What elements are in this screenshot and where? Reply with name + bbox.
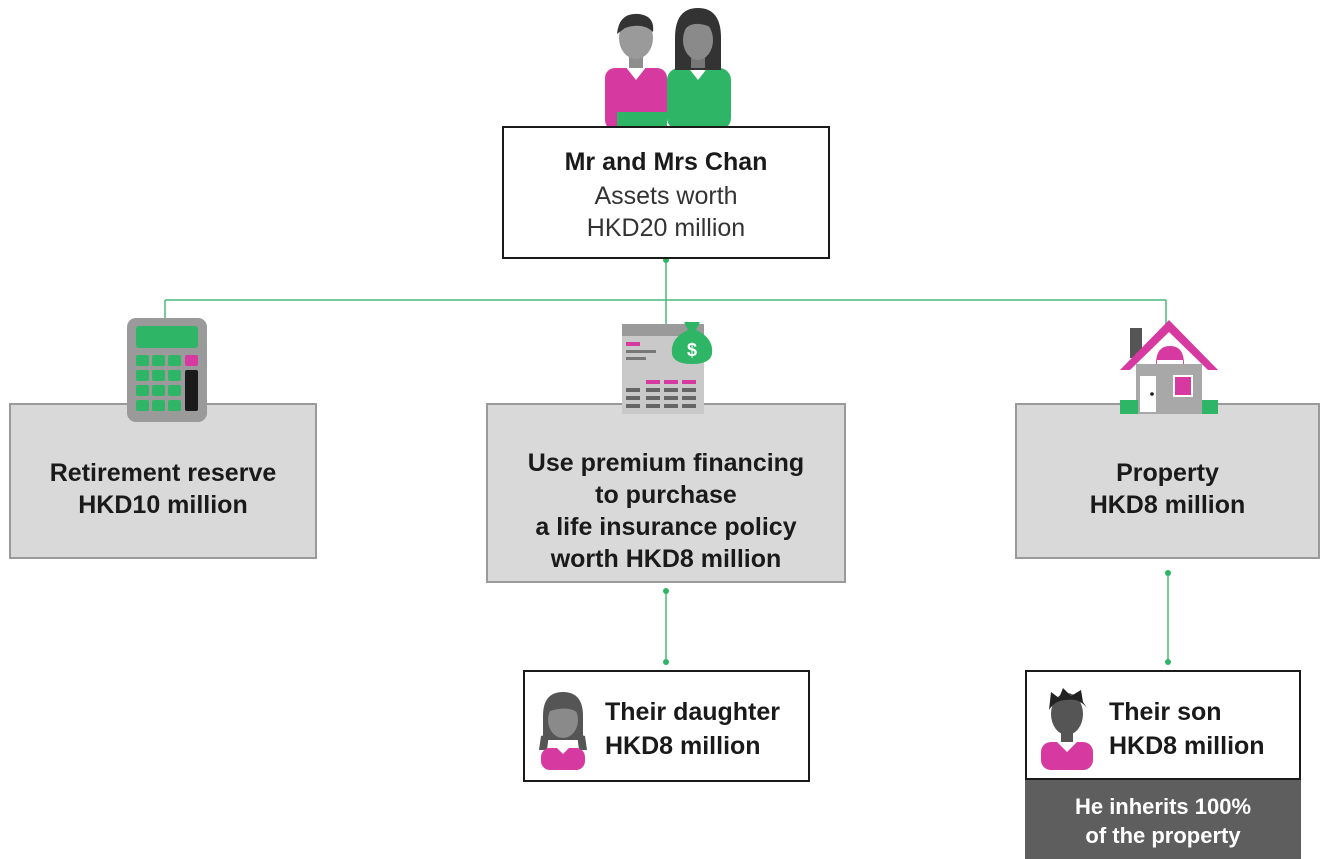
premium-line3: a life insurance policy — [535, 513, 797, 541]
daughter-box: Their daughter HKD8 million — [523, 670, 810, 782]
daughter-line2: HKD8 million — [605, 732, 761, 760]
inherit-line1: He inherits 100% — [1074, 794, 1252, 819]
assets-line2: HKD20 million — [586, 214, 746, 242]
retirement-box: Retirement reserve HKD10 million — [9, 403, 317, 559]
premium-line2: to purchase — [595, 481, 737, 509]
retirement-line1: Retirement reserve — [49, 459, 277, 487]
calculator-icon — [127, 318, 207, 422]
property-box: Property HKD8 million — [1015, 403, 1320, 559]
premium-line4: worth HKD8 million — [550, 545, 782, 573]
son-line1: Their son — [1109, 698, 1222, 726]
dollar-sign: $ — [687, 340, 697, 360]
parents-box: Mr and Mrs Chan Assets worth HKD20 milli… — [502, 126, 830, 259]
premium-line1: Use premium financing — [527, 449, 805, 477]
property-line2: HKD8 million — [1089, 491, 1246, 519]
son-icon — [1041, 688, 1093, 770]
premium-financing-box: Use premium financing to purchase a life… — [486, 403, 846, 583]
parents-title: Mr and Mrs Chan — [564, 148, 768, 176]
policy-document-icon: $ — [622, 322, 713, 414]
daughter-line1: Their daughter — [605, 698, 781, 726]
daughter-icon — [539, 692, 587, 770]
inheritance-note: He inherits 100% of the property — [1025, 780, 1301, 859]
house-icon — [1120, 320, 1218, 414]
son-box: Their son HKD8 million — [1025, 670, 1301, 780]
couple-icon — [605, 8, 731, 130]
retirement-line2: HKD10 million — [78, 491, 248, 519]
inherit-line2: of the property — [1085, 823, 1241, 848]
son-line2: HKD8 million — [1109, 732, 1265, 760]
property-line1: Property — [1116, 459, 1219, 487]
assets-line1: Assets worth — [594, 182, 738, 210]
